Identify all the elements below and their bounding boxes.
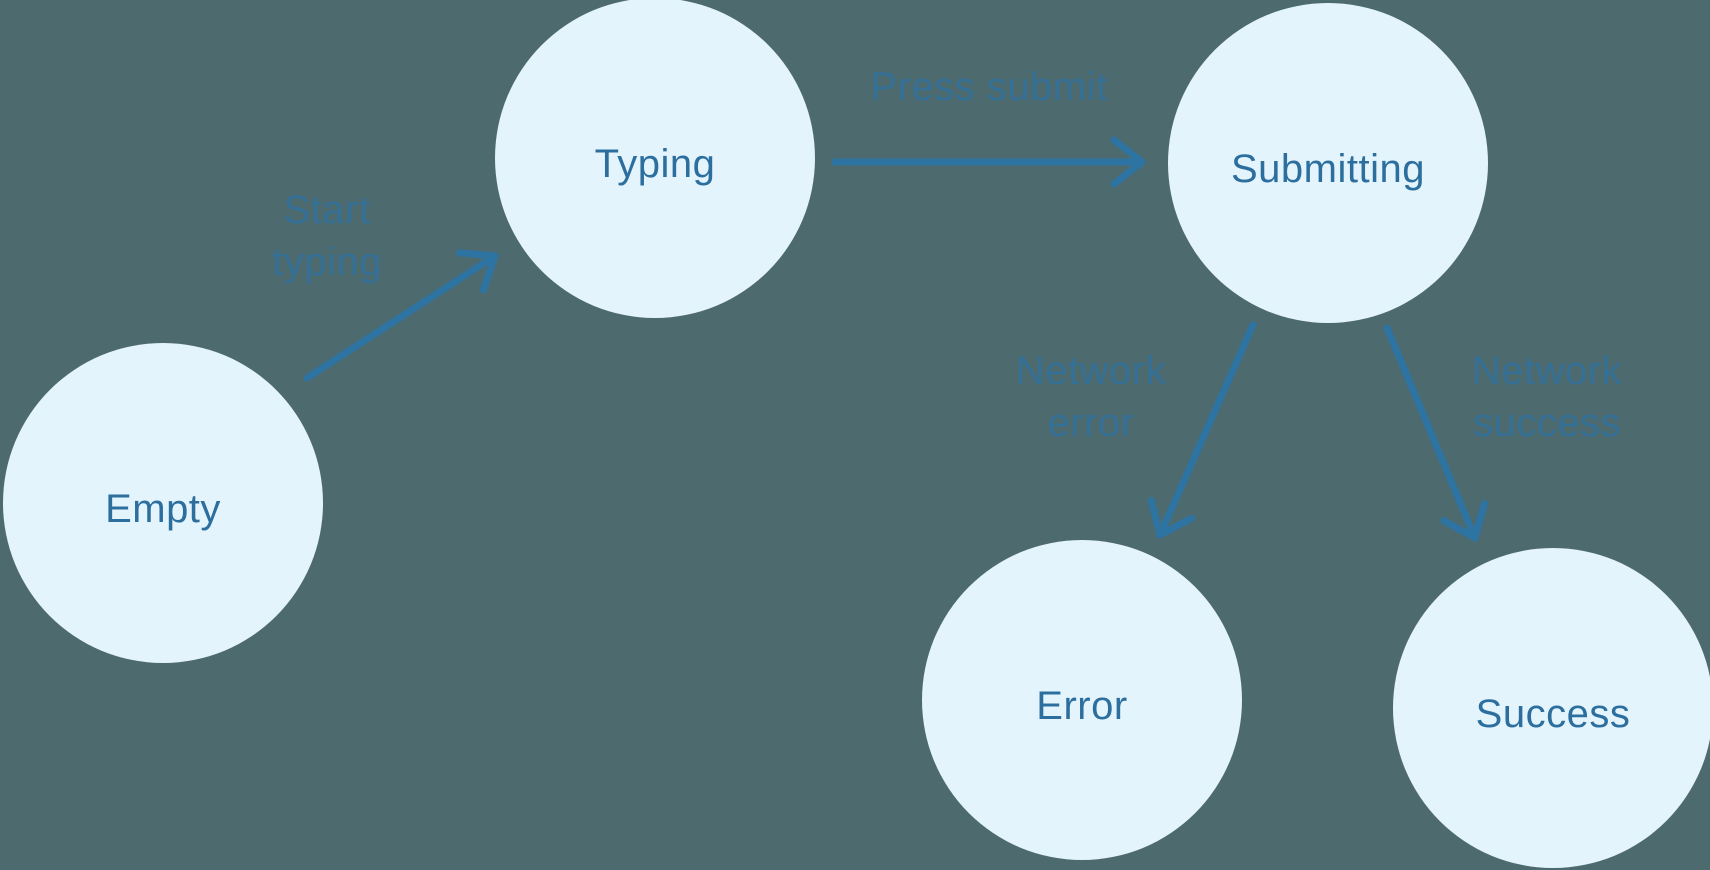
state-node-label-error: Error bbox=[1036, 683, 1128, 728]
transition-label-network-error: Network error bbox=[1015, 349, 1167, 445]
transition-label-press-submit: Press submit bbox=[870, 65, 1108, 109]
state-node-typing: Typing bbox=[495, 0, 815, 318]
transition-label-start-typing: Start typing bbox=[272, 188, 382, 284]
transition-arrow-start-typing bbox=[303, 249, 499, 382]
state-node-label-typing: Typing bbox=[594, 141, 716, 186]
state-node-submitting: Submitting bbox=[1168, 3, 1488, 323]
transition-arrow-network-error bbox=[1147, 321, 1257, 539]
transition-label-network-success: Network success bbox=[1471, 349, 1623, 445]
state-node-error: Error bbox=[922, 540, 1242, 860]
transition-arrow-network-success bbox=[1383, 324, 1488, 542]
state-node-success: Success bbox=[1393, 548, 1710, 868]
state-node-label-empty: Empty bbox=[105, 486, 221, 531]
state-node-empty: Empty bbox=[3, 343, 323, 663]
state-node-label-success: Success bbox=[1475, 691, 1631, 736]
state-node-label-submitting: Submitting bbox=[1231, 146, 1425, 191]
